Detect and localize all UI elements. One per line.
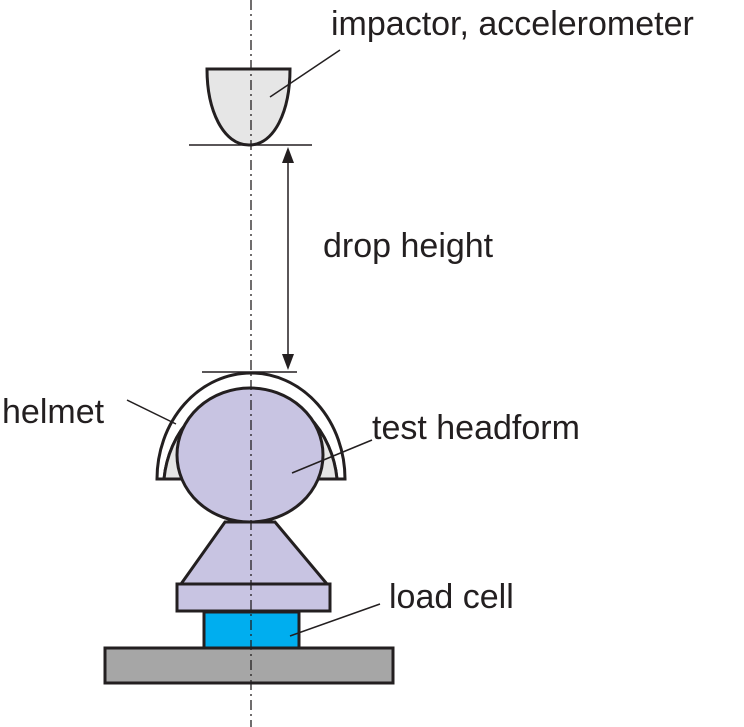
helmet-leader (126, 399, 177, 425)
drop-height-label: drop height (323, 227, 494, 265)
helmet-label: helmet (2, 393, 105, 431)
ground-plate (103, 646, 395, 685)
headform-base (175, 582, 332, 613)
headform-leader (291, 439, 373, 474)
headform-neck (178, 520, 331, 586)
test-headform (175, 386, 325, 524)
load-cell-label: load cell (389, 578, 514, 616)
impactor-leader (269, 49, 341, 98)
arrowhead-up-icon (282, 147, 294, 163)
impactor-label: impactor, accelerometer (331, 5, 694, 43)
headform-label: test headform (372, 409, 580, 447)
arrowhead-down-icon (282, 354, 294, 370)
load-cell-leader (289, 603, 381, 637)
impactor (205, 67, 292, 147)
